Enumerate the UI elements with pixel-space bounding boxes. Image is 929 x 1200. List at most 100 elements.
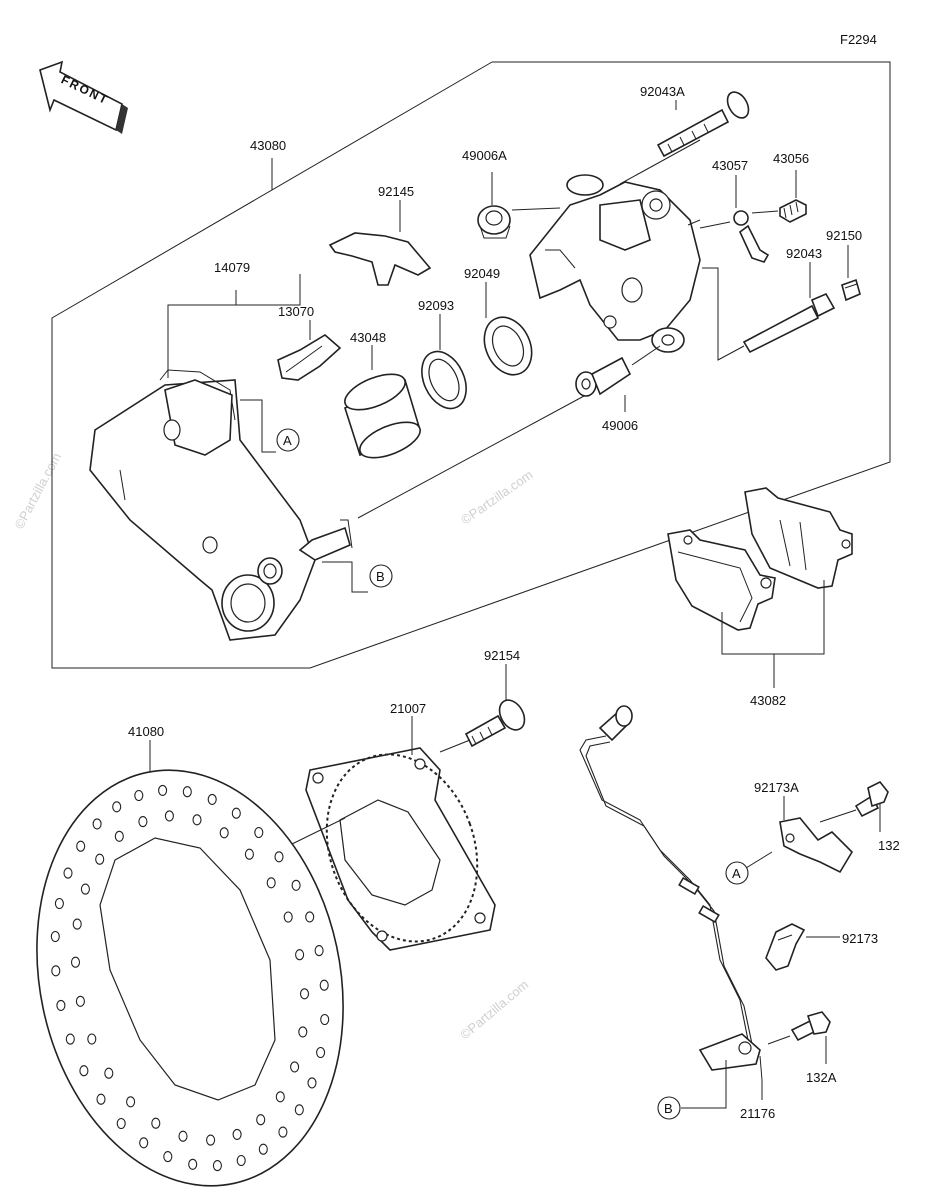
part-label-49006: 49006	[602, 418, 638, 433]
part-label-92145: 92145	[378, 184, 414, 199]
part-label-92150: 92150	[826, 228, 862, 243]
grommet-92173	[765, 923, 806, 971]
figure-code: F2294	[840, 32, 877, 47]
disc-hole	[96, 1093, 106, 1105]
part-label-92043: 92043	[786, 246, 822, 261]
disc-hole	[95, 853, 105, 865]
disc-hole	[290, 1061, 300, 1073]
part-label-14079: 14079	[214, 260, 250, 275]
pin-92043a	[656, 91, 750, 158]
disc-hole	[114, 830, 124, 842]
callout-b-label: B	[376, 569, 385, 584]
disc-hole	[231, 807, 241, 819]
pad-spring-13070	[277, 334, 342, 381]
disc-hole	[275, 1091, 285, 1103]
front-arrow-icon: FRONT	[39, 60, 128, 134]
seal-92093	[421, 350, 467, 410]
disc-hole	[294, 1104, 304, 1116]
disc-hole	[212, 1160, 222, 1172]
watermark-text: ©Partzilla.com	[11, 450, 64, 531]
disc-hole	[138, 816, 148, 828]
part-label-92173a: 92173A	[754, 780, 799, 795]
part-label-92043a: 92043A	[640, 84, 685, 99]
callout-a-bracket-label: A	[732, 866, 741, 881]
disc-hole	[254, 826, 264, 839]
part-label-92173: 92173	[842, 931, 878, 946]
callout-b-sensor	[657, 1096, 681, 1120]
disc-hole	[65, 1033, 75, 1045]
disc-hole	[178, 1130, 188, 1142]
part-label-41080: 41080	[128, 724, 164, 739]
disc-hole	[305, 911, 315, 923]
disc-hole	[236, 1154, 246, 1167]
disc-hole	[266, 877, 276, 889]
disc-hole	[63, 867, 73, 879]
disc-hole	[92, 818, 102, 830]
part-label-43082: 43082	[750, 693, 786, 708]
disc-hole	[50, 930, 60, 943]
disc-hole	[244, 848, 254, 860]
disc-hole	[206, 1134, 216, 1146]
disc-hole	[56, 999, 66, 1011]
disc-hole	[75, 995, 85, 1007]
part-label-21176: 21176	[740, 1106, 775, 1121]
bracket-92173a	[779, 817, 854, 874]
disc-hole	[207, 793, 217, 805]
bolt-92154	[464, 699, 526, 748]
bleed-screw-43056	[779, 199, 807, 223]
part-label-21007: 21007	[390, 701, 426, 716]
part-label-13070: 13070	[278, 304, 314, 319]
disc-hole	[307, 1077, 317, 1089]
abs-rotor-21007	[305, 747, 496, 951]
watermark-text: ©Partzilla.com	[458, 467, 535, 527]
disc-hole	[51, 965, 61, 977]
disc-hole	[134, 789, 144, 802]
cap-92150	[841, 278, 861, 302]
part-label-43080: 43080	[250, 138, 286, 153]
disc-hole	[314, 945, 324, 957]
disc-hole	[79, 1065, 89, 1077]
disc-hole	[139, 1137, 149, 1149]
disc-hole	[163, 1151, 173, 1163]
disc-hole	[299, 988, 310, 1000]
disc-hole	[295, 949, 305, 961]
brake-disc-41080	[36, 769, 344, 1187]
pin-92043	[742, 292, 836, 354]
disc-hole	[54, 897, 64, 910]
disc-hole	[80, 883, 90, 895]
disc-hole	[192, 814, 202, 826]
disc-hole	[164, 810, 174, 822]
disc-hole	[316, 1046, 326, 1059]
disc-hole	[87, 1033, 97, 1045]
seal-92049	[483, 316, 533, 376]
boot-49006	[575, 356, 632, 397]
disc-hole	[112, 801, 122, 813]
part-label-43056: 43056	[773, 151, 809, 166]
part-label-132: 132	[878, 838, 900, 853]
brake-pads-43082	[667, 487, 853, 631]
part-label-49006a: 49006A	[462, 148, 507, 163]
caliper-body	[529, 174, 701, 353]
bolt-132a	[790, 1011, 831, 1042]
disc-hole	[182, 786, 192, 798]
callout-a-bracket	[725, 861, 749, 885]
caliper-bracket	[89, 369, 353, 641]
disc-hole	[258, 1143, 268, 1155]
disc-hole	[72, 918, 82, 930]
disc-hole	[76, 840, 86, 852]
disc-hole	[126, 1096, 136, 1108]
disc-hole	[283, 911, 293, 923]
disc-hole	[158, 784, 168, 796]
bleeder-43057	[733, 210, 770, 263]
disc-hole	[320, 1013, 330, 1026]
disc-hole	[188, 1158, 198, 1170]
piston-43048	[344, 373, 421, 459]
callout-a	[276, 428, 300, 452]
disc-hole	[232, 1128, 242, 1140]
part-label-92154: 92154	[484, 648, 520, 663]
disc-hole	[319, 979, 329, 991]
boot-49006a	[477, 205, 511, 239]
assembly-outline	[51, 61, 891, 669]
watermark-text: ©Partzilla.com	[457, 977, 531, 1042]
callout-b	[369, 564, 393, 588]
